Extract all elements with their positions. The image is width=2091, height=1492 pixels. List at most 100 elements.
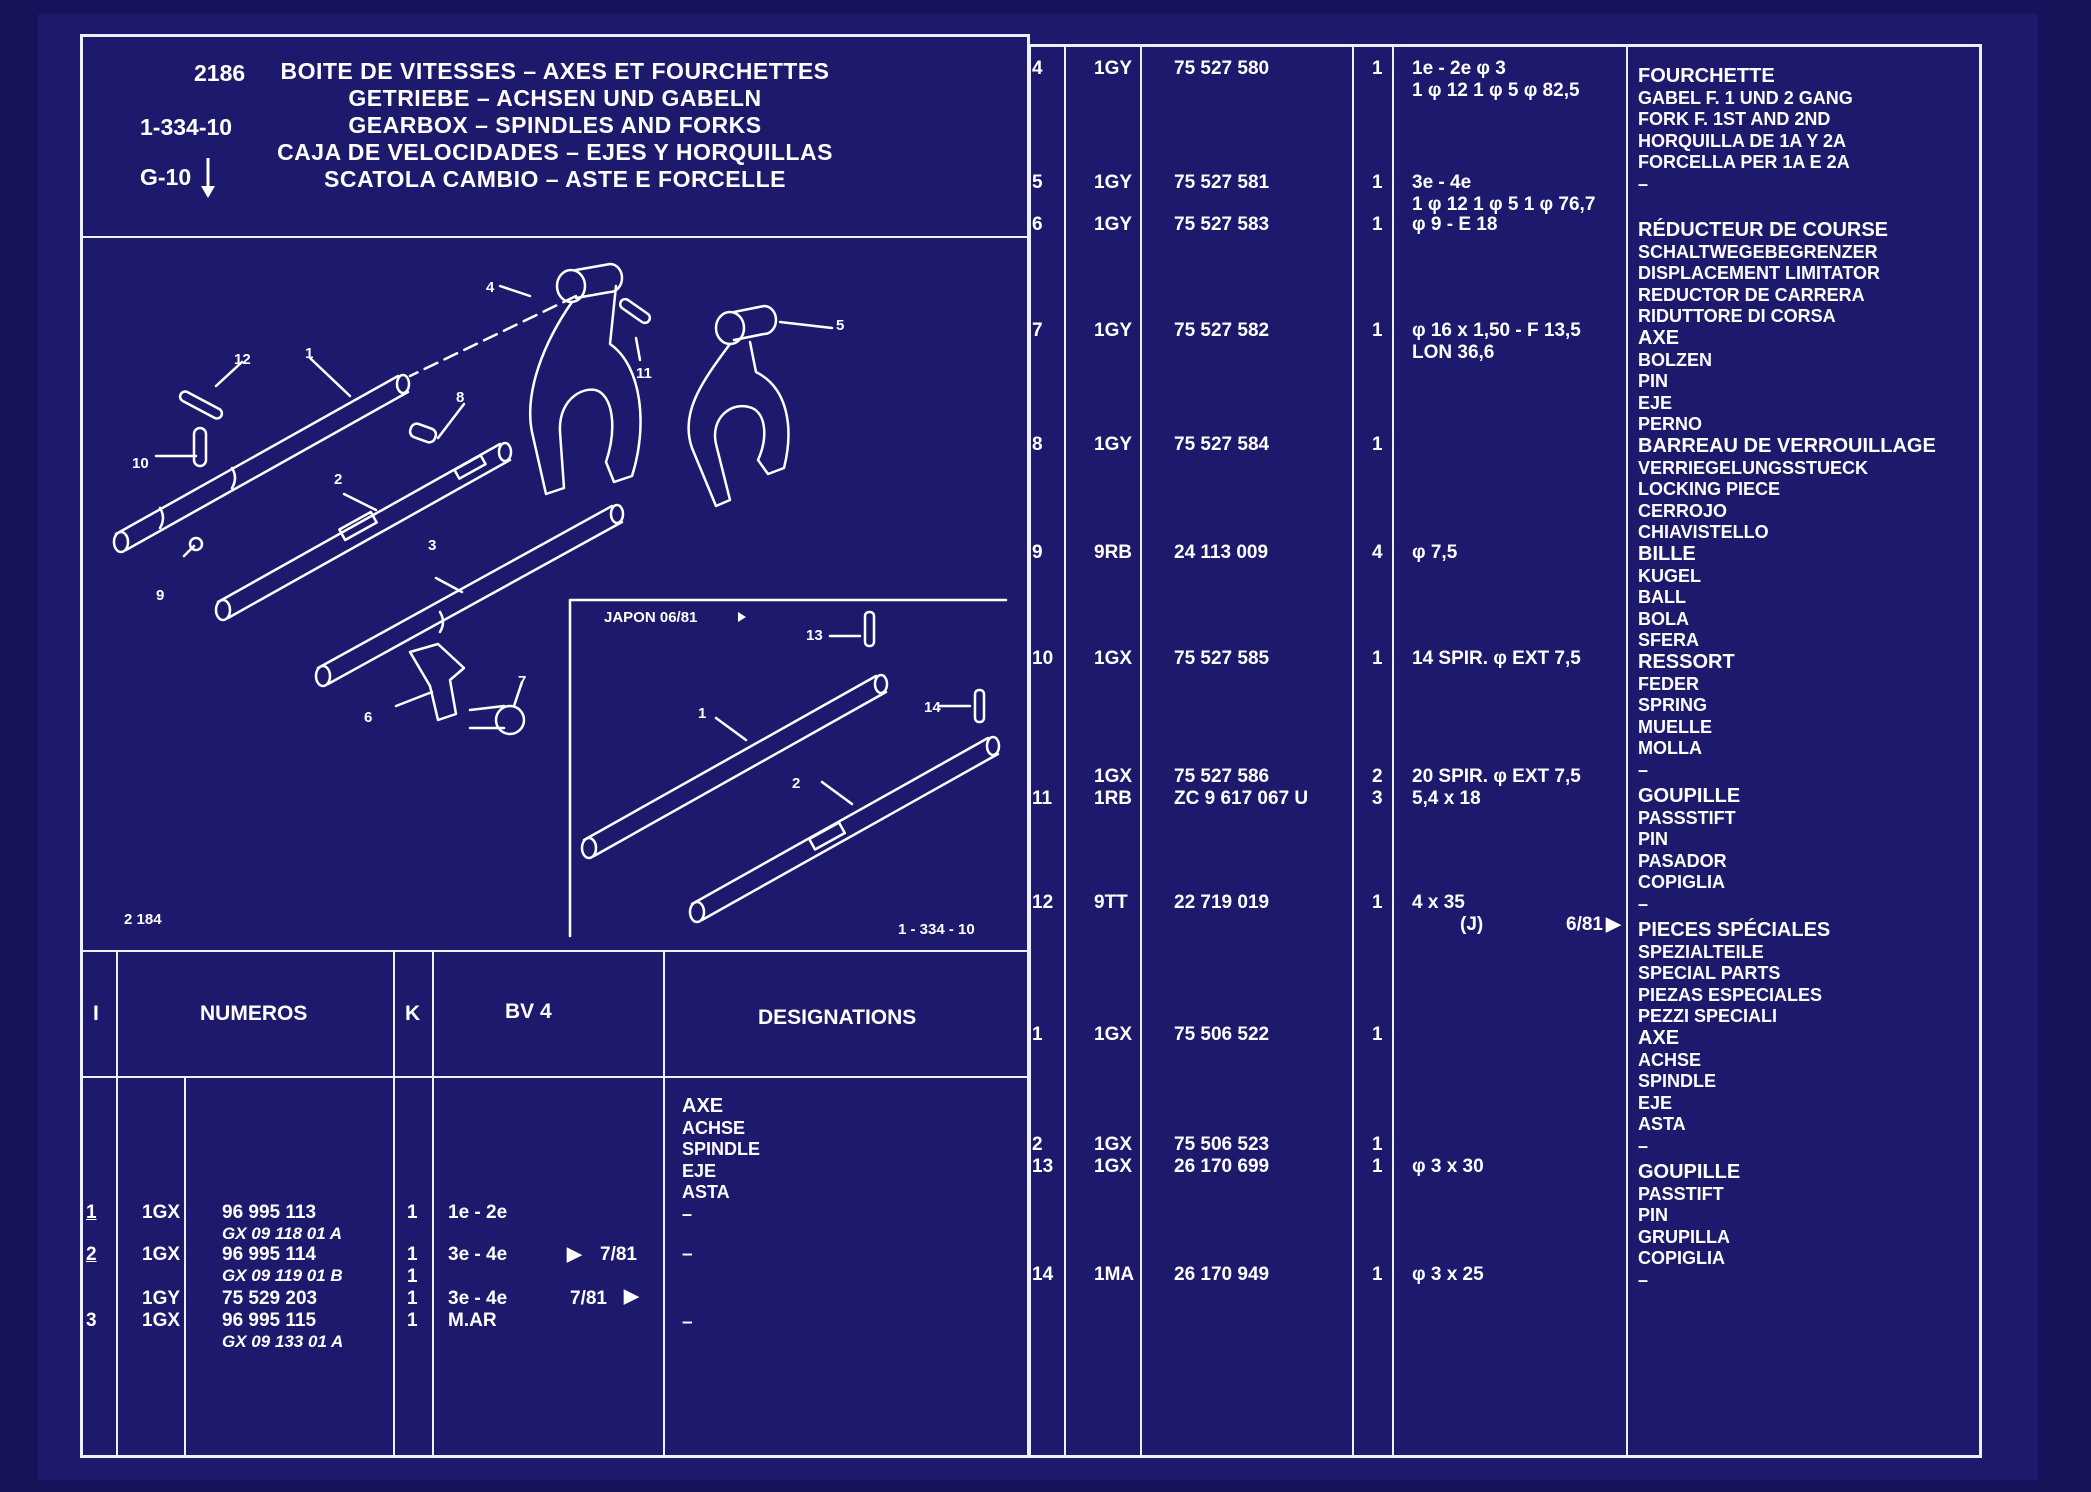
des-line: SPINDLE [682,1139,761,1159]
row-bv: 14 SPIR. φ EXT 7,5 [1412,648,1581,669]
row-bv-detail: (J) [1460,914,1484,935]
des-line: PERNO [1638,414,1703,434]
des-line: EJE [1638,1092,1673,1113]
fork-4-drawing [528,262,642,496]
row-number: 75 527 582 [1174,320,1270,341]
col-divider [393,950,395,1458]
pin-12-drawing [178,390,224,420]
row-number: 96 995 114 [222,1244,317,1265]
inset-spindle-2-drawing [688,735,1001,924]
des-line: KUGEL [1638,565,1701,586]
row-qty: 1 [407,1266,418,1287]
col-divider [432,950,434,1458]
des-line: AXE [1638,327,1680,349]
des-line: FEDER [1638,673,1700,694]
row-index: 2 [1032,1134,1043,1155]
row-bv: 4 x 35 [1412,892,1465,913]
title-en: GEARBOX – SPINDLES AND FORKS [348,112,762,138]
row-code: 1GY [142,1288,181,1309]
row-sub-number: GX 09 133 01 A [222,1332,344,1351]
col-divider [1352,44,1354,1458]
row-code: 9TT [1094,892,1128,913]
row-code: 1GY [1094,214,1133,235]
des-line: ASTA [682,1182,730,1202]
row-qty: 1 [1372,320,1383,341]
row-index: 13 [1032,1156,1054,1177]
inset-pin-14-drawing [973,688,986,724]
row-qty: 4 [1372,542,1383,563]
col-divider [1626,44,1628,1458]
des-line: EJE [682,1160,717,1181]
inset-title: JAPON 06/81 [604,609,697,626]
des-line: – [1638,759,1649,780]
designation-group: FOURCHETTE GABEL F. 1 UND 2 GANG FORK F.… [1638,65,1853,195]
designation-group: AXE BOLZEN PIN EJE PERNO [1638,327,1712,436]
callout-4: 4 [486,279,495,296]
des-line: – [1638,1135,1649,1156]
inset-pin-13-drawing [863,610,876,648]
row-code: 1GY [1094,58,1133,79]
row-date: 7/81 [600,1244,637,1265]
row-bv: 3e - 4e [1412,172,1472,193]
des-line: FORK F. 1ST AND 2ND [1638,109,1831,129]
designation-group: PIECES SPÉCIALES SPEZIALTEILE SPECIAL PA… [1638,919,1830,1028]
callout-2: 2 [334,471,342,488]
row-index: 12 [1032,892,1054,913]
row-index: 6 [1032,214,1043,235]
des-line: ASTA [1638,1114,1686,1134]
row-code: 1GY [1094,320,1133,341]
des-line: RIDUTTORE DI CORSA [1638,306,1836,326]
des-line: PIN [1638,371,1669,391]
title-es: CAJA DE VELOCIDADES – EJES Y HORQUILLAS [277,139,833,165]
row-qty: 1 [1372,648,1383,669]
des-line: PIN [1638,1205,1669,1225]
row-bv: 1e - 2e φ 3 [1412,58,1506,79]
catalog-sheet [38,14,2038,1480]
row-bv: φ 7,5 [1412,542,1458,563]
callout-3: 3 [428,537,436,554]
arrow-down-icon [201,158,215,198]
inset-callout-13: 13 [806,627,823,644]
des-line: PASADOR [1638,850,1727,871]
plug-7-drawing [468,704,526,736]
designation-group: RESSORT FEDER SPRING MUELLE MOLLA – [1638,651,1735,781]
col-divider [663,950,665,1458]
row-number: 96 995 113 [222,1202,317,1223]
row-designation: – [682,1244,693,1265]
callout-6: 6 [364,709,372,726]
des-line: CHIAVISTELLO [1638,522,1769,542]
row-number: ZC 9 617 067 U [1174,788,1309,809]
col-divider [116,950,118,1458]
inset-spindle-1-drawing [580,673,889,860]
col-header-numeros: NUMEROS [200,1002,308,1025]
row-qty: 1 [407,1244,418,1265]
row-qty: 1 [407,1310,418,1331]
inset-frame [568,598,1008,938]
des-line: COPIGLIA [1638,872,1726,892]
drawing-ref: 2 184 [124,911,162,928]
row-bv: φ 9 - E 18 [1412,214,1498,235]
inset-callout-14: 14 [924,699,941,716]
des-line: REDUCTOR DE CARRERA [1638,284,1865,305]
row-index: 4 [1032,58,1043,79]
row-index: 2 [86,1244,97,1265]
row-index: 3 [86,1310,97,1331]
callout-8: 8 [456,389,464,406]
des-line: SPINDLE [1638,1071,1717,1091]
inset-callout-2: 2 [792,775,800,792]
right-panel-frame [1028,44,1982,1458]
triangle-marker-icon: ▶ [1606,914,1621,935]
des-line: MOLLA [1638,738,1702,758]
row-number: 22 719 019 [1174,892,1270,913]
fork-5-drawing [687,304,790,508]
row-qty: 1 [407,1202,418,1223]
row-number: 26 170 699 [1174,1156,1270,1177]
des-line: GABEL F. 1 UND 2 GANG [1638,87,1853,108]
col-divider [1392,44,1394,1458]
des-line: GOUPILLE [1638,1161,1741,1183]
row-qty: 2 [1372,766,1383,787]
row-index: 1 [86,1202,97,1223]
row-date: 6/81 [1566,914,1603,935]
spindle-1-drawing [112,373,411,554]
